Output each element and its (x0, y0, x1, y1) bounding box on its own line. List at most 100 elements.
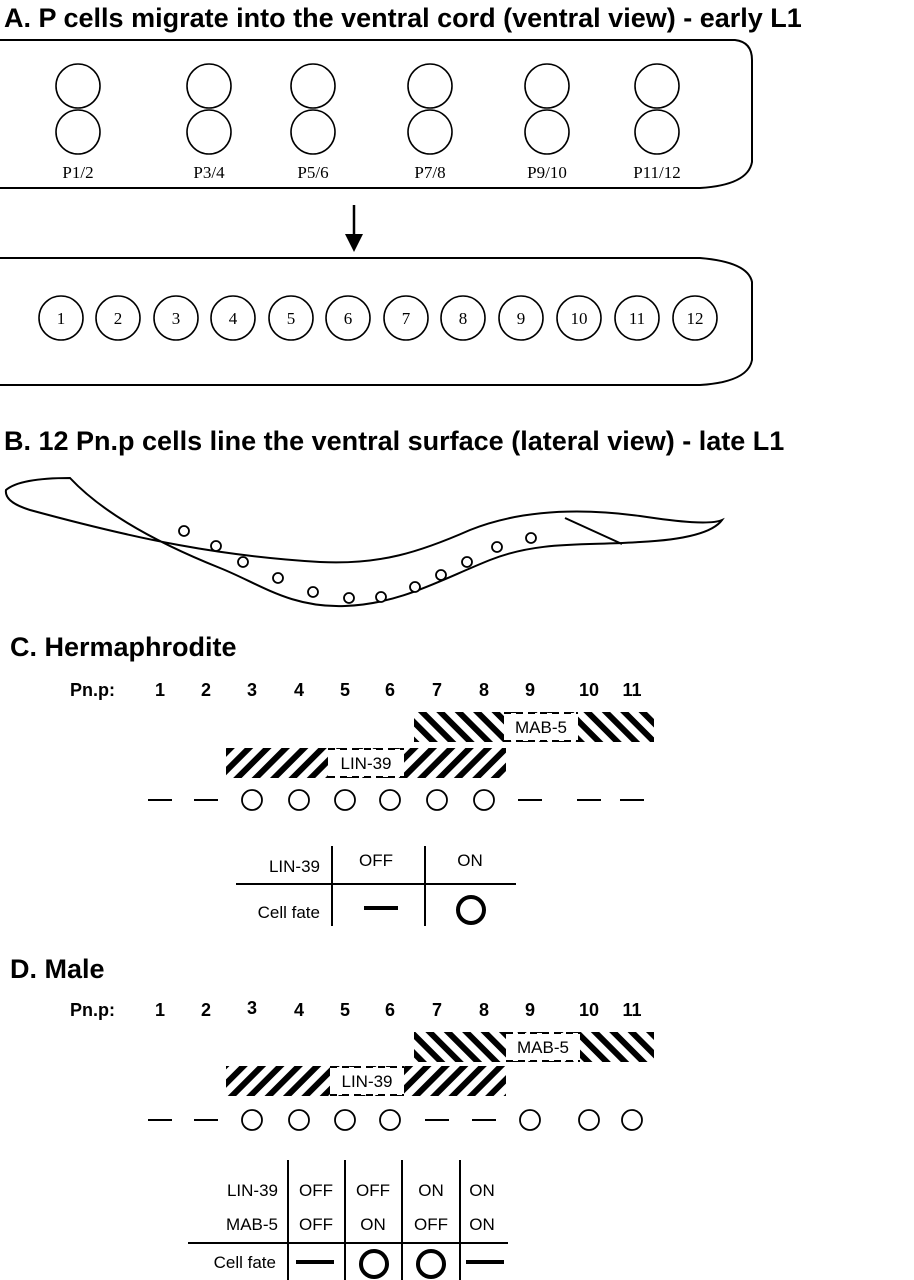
fate-circle (241, 789, 263, 811)
svg-text:1: 1 (57, 309, 66, 328)
mab5-value: OFF (299, 1215, 333, 1234)
fate-circle (473, 789, 495, 811)
svg-text:4: 4 (229, 309, 238, 328)
fate-circle (379, 1109, 401, 1131)
svg-text:2: 2 (114, 309, 123, 328)
migrated-cells: 1 2 3 4 5 6 7 8 9 10 11 12 (38, 295, 718, 341)
lin39-label: LIN-39 (341, 1072, 392, 1091)
pair-label: P7/8 (414, 163, 445, 182)
pnp-number: 2 (201, 680, 211, 700)
lin39-expression-bar: LIN-39 (226, 748, 506, 778)
pnp-number: 3 (247, 998, 257, 1018)
panel-a-title: A. P cells migrate into the ventral cord… (4, 3, 802, 33)
mab5-value: ON (360, 1215, 386, 1234)
fate-circle (288, 1109, 310, 1131)
lin39-value: OFF (356, 1181, 390, 1200)
cell-pair (186, 63, 232, 155)
pnp-number: 4 (294, 680, 304, 700)
migrated-cell: 5 (268, 295, 314, 341)
pair-label: P3/4 (193, 163, 225, 182)
pair-label: P9/10 (527, 163, 567, 182)
pnp-number: 5 (340, 680, 350, 700)
svg-text:10: 10 (571, 309, 588, 328)
migrated-cell: 9 (498, 295, 544, 341)
migrated-cell: 6 (325, 295, 371, 341)
svg-text:7: 7 (402, 309, 411, 328)
lin39-value: OFF (299, 1181, 333, 1200)
pair-label: P5/6 (297, 163, 328, 182)
pnp-label: Pn.p: (70, 680, 115, 700)
pnp-number: 6 (385, 680, 395, 700)
fate-circle (334, 1109, 356, 1131)
svg-text:6: 6 (344, 309, 353, 328)
pnp-number: 9 (525, 680, 535, 700)
pnp-cell (343, 592, 355, 604)
pair-labels: P1/2 P3/4 P5/6 P7/8 P9/10 P11/12 (62, 163, 680, 182)
cell-fates (148, 1109, 643, 1131)
fate-circle (416, 1249, 446, 1279)
pnp-number: 11 (622, 680, 641, 700)
pnp-cell (491, 541, 503, 553)
pnp-numbers: 1 2 3 4 5 6 7 8 9 10 11 (155, 998, 642, 1020)
panel-c-title: C. Hermaphrodite (10, 632, 237, 662)
mab5-value: ON (469, 1215, 495, 1234)
pnp-cell (178, 525, 190, 537)
pnp-cell (435, 569, 447, 581)
pnp-number: 7 (432, 680, 442, 700)
lin39-expression-bar: LIN-39 (226, 1066, 506, 1096)
pnp-cell (461, 556, 473, 568)
pnp-number: 10 (579, 680, 599, 700)
fate-circle (578, 1109, 600, 1131)
pnp-number: 10 (579, 1000, 599, 1020)
fate-circle (456, 895, 486, 925)
pnp-number: 1 (155, 680, 165, 700)
fate-circle (359, 1249, 389, 1279)
male-fate-table: LIN-39 MAB-5 Cell fate OFF OFF ON ON OFF… (188, 1160, 508, 1280)
pnp-number: 3 (247, 680, 257, 700)
lin39-label: LIN-39 (340, 754, 391, 773)
fate-circle (334, 789, 356, 811)
cell-pairs (55, 63, 680, 155)
pnp-number: 4 (294, 1000, 304, 1020)
pnp-cell (375, 591, 387, 603)
pnp-number: 7 (432, 1000, 442, 1020)
cell-pair (407, 63, 453, 155)
svg-text:11: 11 (629, 309, 645, 328)
svg-text:8: 8 (459, 309, 468, 328)
svg-text:3: 3 (172, 309, 181, 328)
fate-circle (426, 789, 448, 811)
migrated-cell: 7 (383, 295, 429, 341)
mab5-expression-bar: MAB-5 (414, 1032, 654, 1062)
row-label: MAB-5 (226, 1215, 278, 1234)
col-label: OFF (359, 851, 393, 870)
pnp-cells-lateral (178, 525, 537, 604)
migrated-cell: 10 (556, 295, 602, 341)
fate-circle (241, 1109, 263, 1131)
panel-b-title: B. 12 Pn.p cells line the ventral surfac… (4, 426, 784, 456)
pnp-number: 1 (155, 1000, 165, 1020)
pnp-number: 5 (340, 1000, 350, 1020)
lin39-value: ON (469, 1181, 495, 1200)
fate-circle (379, 789, 401, 811)
pnp-label: Pn.p: (70, 1000, 115, 1020)
row-label: LIN-39 (269, 857, 320, 876)
pnp-number: 6 (385, 1000, 395, 1020)
row-label: Cell fate (258, 903, 320, 922)
svg-text:9: 9 (517, 309, 526, 328)
mab5-label: MAB-5 (517, 1038, 569, 1057)
pnp-number: 2 (201, 1000, 211, 1020)
cell-pair (290, 63, 336, 155)
cell-fates (148, 789, 644, 811)
body-outline-bottom (0, 257, 753, 386)
pnp-cell (210, 540, 222, 552)
pnp-cell (409, 581, 421, 593)
pnp-number: 9 (525, 1000, 535, 1020)
fate-circle (288, 789, 310, 811)
pnp-cell (272, 572, 284, 584)
cell-pair (634, 63, 680, 155)
fate-circle (519, 1109, 541, 1131)
body-outline-top (0, 39, 753, 189)
mab5-value: OFF (414, 1215, 448, 1234)
pnp-numbers: 1 2 3 4 5 6 7 8 9 10 11 (155, 680, 642, 700)
migrated-cell: 11 (614, 295, 660, 341)
